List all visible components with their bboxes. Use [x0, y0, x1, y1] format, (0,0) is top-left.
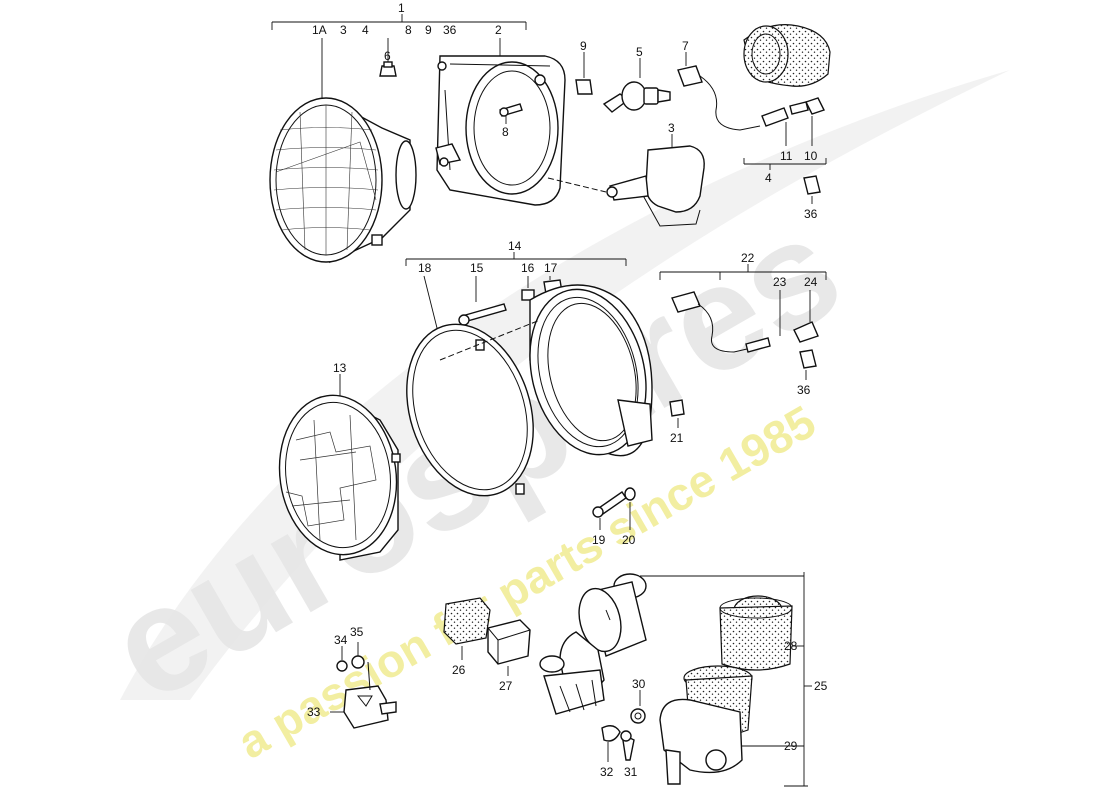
callout-35: 35 [350, 625, 364, 639]
screw-15 [458, 276, 507, 326]
bracket-1 [271, 14, 527, 30]
callout-10: 10 [804, 149, 818, 163]
nut-16 [521, 276, 535, 301]
wiring-harness-22 [671, 290, 819, 353]
clip-6 [379, 38, 397, 77]
callout-3: 3 [668, 121, 675, 135]
clip-32 [601, 725, 621, 762]
bracket-4 [743, 158, 827, 170]
callout-14: 14 [508, 239, 522, 253]
callout-1a: 1A [312, 23, 327, 37]
connector-7 [677, 52, 761, 131]
callout-8-top: 8 [405, 23, 412, 37]
headlight-housing-2 [435, 38, 566, 206]
callout-16: 16 [521, 261, 535, 275]
callout-28: 28 [784, 639, 798, 653]
filter-28 [719, 595, 804, 671]
bracket-25 [640, 572, 812, 787]
bulb-10 [789, 97, 825, 146]
clip-36-a [803, 175, 821, 204]
callout-24: 24 [804, 275, 818, 289]
pump-29 [659, 665, 804, 785]
nut-34 [336, 646, 348, 672]
callout-15: 15 [470, 261, 484, 275]
mounting-ring-14 [529, 284, 653, 457]
callout-31: 31 [624, 765, 638, 779]
callout-26: 26 [452, 663, 466, 677]
washer-35 [351, 642, 371, 691]
callout-32: 32 [600, 765, 614, 779]
callout-7: 7 [682, 39, 689, 53]
callout-29: 29 [784, 739, 798, 753]
washer-motor [539, 573, 647, 715]
callout-36-b: 36 [797, 383, 811, 397]
callout-21: 21 [670, 431, 684, 445]
washer-20 [624, 487, 636, 530]
adjuster-3 [547, 134, 705, 227]
callout-36-a: 36 [804, 207, 818, 221]
callout-6: 6 [384, 49, 391, 63]
callout-5: 5 [636, 45, 643, 59]
watermark-swoosh [120, 70, 1010, 700]
callout-9-top: 9 [425, 23, 432, 37]
callout-27: 27 [499, 679, 513, 693]
screw-8 [499, 103, 523, 124]
callout-36-top: 36 [443, 23, 457, 37]
rubber-boot [743, 24, 831, 87]
screw-31 [620, 730, 635, 761]
relay-26 [443, 597, 491, 660]
bracket-14 [405, 252, 627, 266]
callout-30: 30 [632, 677, 646, 691]
callout-2: 2 [495, 23, 502, 37]
cover-33 [330, 685, 397, 729]
callout-19: 19 [592, 533, 606, 547]
callout-4-top: 4 [362, 23, 369, 37]
callout-8: 8 [502, 125, 509, 139]
relay-27 [487, 619, 531, 676]
callout-25: 25 [814, 679, 828, 693]
callout-17: 17 [544, 261, 558, 275]
callout-34: 34 [334, 633, 348, 647]
callout-4: 4 [765, 171, 772, 185]
retaining-ring [406, 323, 534, 497]
callout-11: 11 [780, 149, 793, 163]
callout-13: 13 [333, 361, 347, 375]
headlight-lens-13 [278, 374, 401, 561]
bulb-5 [602, 58, 671, 113]
bracket-22 [659, 264, 827, 280]
callout-22: 22 [741, 251, 755, 265]
callout-18: 18 [418, 261, 432, 275]
clip-21 [669, 399, 685, 428]
callout-23: 23 [773, 275, 787, 289]
callout-20: 20 [622, 533, 636, 547]
sealed-beam-unit-1a [269, 38, 417, 264]
nut-30 [630, 690, 646, 724]
socket-11 [761, 107, 789, 146]
clip-9 [575, 52, 593, 95]
clip-36-b [799, 349, 817, 380]
callout-33: 33 [307, 705, 321, 719]
callout-9: 9 [580, 39, 587, 53]
callout-3-top: 3 [340, 23, 347, 37]
callout-1: 1 [398, 1, 405, 15]
